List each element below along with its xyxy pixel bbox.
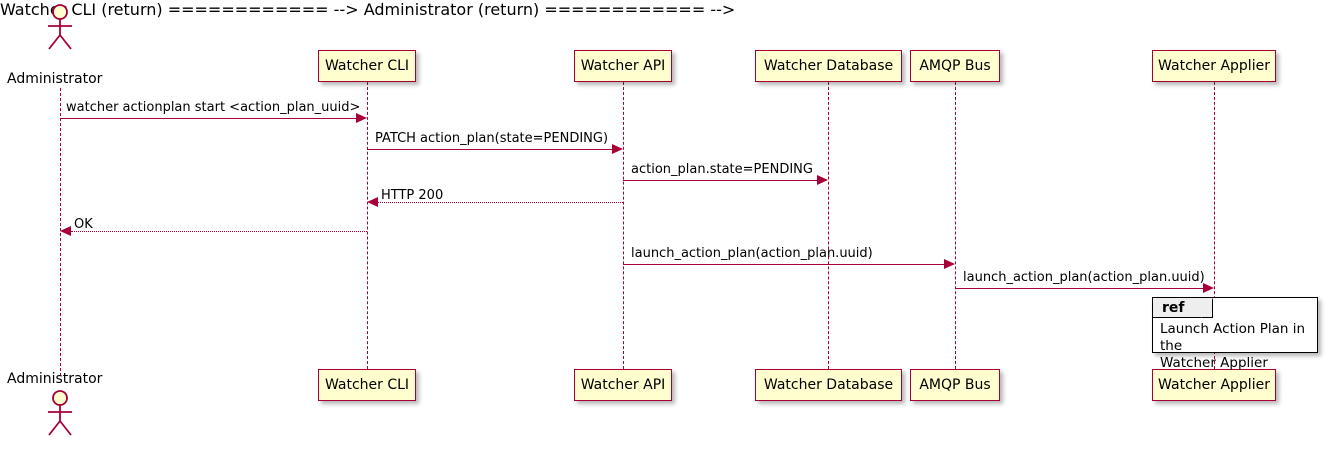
message-arrow-head-m5 bbox=[60, 226, 71, 236]
message-arrow-line-m4 bbox=[378, 202, 623, 203]
participant-amqp-bus-bottom[interactable]: AMQP Bus bbox=[910, 369, 1000, 401]
message-arrow-line-m5 bbox=[71, 231, 367, 232]
ref-fragment-tab-label: ref bbox=[1162, 299, 1185, 316]
message-arrow-line-m2 bbox=[367, 149, 612, 150]
ref-fragment-text: Launch Action Plan in the Watcher Applie… bbox=[1160, 321, 1306, 371]
message-arrow-line-m3 bbox=[623, 180, 817, 181]
message-arrow-head-m3 bbox=[817, 175, 828, 185]
participant-watcher-applier-bottom[interactable]: Watcher Applier bbox=[1152, 369, 1276, 401]
participant-watcher-database-bottom[interactable]: Watcher Database bbox=[755, 369, 902, 401]
lifeline-watcher-applier bbox=[1214, 82, 1215, 369]
participant-watcher-cli-top[interactable]: Watcher CLI bbox=[318, 50, 416, 82]
actor-stick-figure-icon bbox=[48, 390, 72, 436]
message-arrow-head-m7 bbox=[1203, 283, 1214, 293]
lifeline-watcher-api bbox=[623, 82, 624, 369]
message-arrow-head-m4 bbox=[367, 197, 378, 207]
participant-watcher-api-bottom[interactable]: Watcher API bbox=[574, 369, 672, 401]
message-arrow-head-m1 bbox=[356, 113, 367, 123]
ref-fragment-tab-notch bbox=[1201, 298, 1213, 318]
message-arrow-line-m1 bbox=[60, 118, 356, 119]
actor-stick-figure-icon bbox=[48, 4, 72, 50]
message-label-m5: OK bbox=[74, 217, 93, 232]
ref-fragment: ref Launch Action Plan in the Watcher Ap… bbox=[1152, 297, 1318, 371]
actor-administrator-bottom bbox=[40, 390, 80, 438]
actor-administrator-top bbox=[40, 4, 80, 52]
lifeline-watcher-database bbox=[828, 82, 829, 369]
message-label-m7: launch_action_plan(action_plan.uuid) bbox=[963, 270, 1205, 285]
actor-label-administrator-bottom: Administrator bbox=[7, 371, 103, 387]
participant-watcher-cli-bottom[interactable]: Watcher CLI bbox=[318, 369, 416, 401]
message-label-m4: HTTP 200 bbox=[381, 188, 444, 203]
message-arrow-head-m2 bbox=[612, 144, 623, 154]
message-arrow-head-m6 bbox=[944, 259, 955, 269]
message-label-m1: watcher actionplan start <action_plan_uu… bbox=[66, 100, 361, 115]
message-label-m3: action_plan.state=PENDING bbox=[631, 162, 813, 177]
participant-amqp-bus-top[interactable]: AMQP Bus bbox=[910, 50, 1000, 82]
lifeline-watcher-cli bbox=[367, 82, 368, 369]
lifeline-amqp-bus bbox=[955, 82, 956, 369]
actor-label-administrator-top: Administrator bbox=[7, 71, 103, 87]
message-arrow-line-m7 bbox=[955, 288, 1203, 289]
ref-fragment-tab: ref bbox=[1153, 298, 1213, 318]
message-arrow-line-m6 bbox=[623, 264, 944, 265]
participant-watcher-database-top[interactable]: Watcher Database bbox=[755, 50, 902, 82]
message-label-m6: launch_action_plan(action_plan.uuid) bbox=[631, 246, 873, 261]
message-label-m2: PATCH action_plan(state=PENDING) bbox=[375, 131, 609, 146]
participant-watcher-applier-top[interactable]: Watcher Applier bbox=[1152, 50, 1276, 82]
participant-watcher-api-top[interactable]: Watcher API bbox=[574, 50, 672, 82]
